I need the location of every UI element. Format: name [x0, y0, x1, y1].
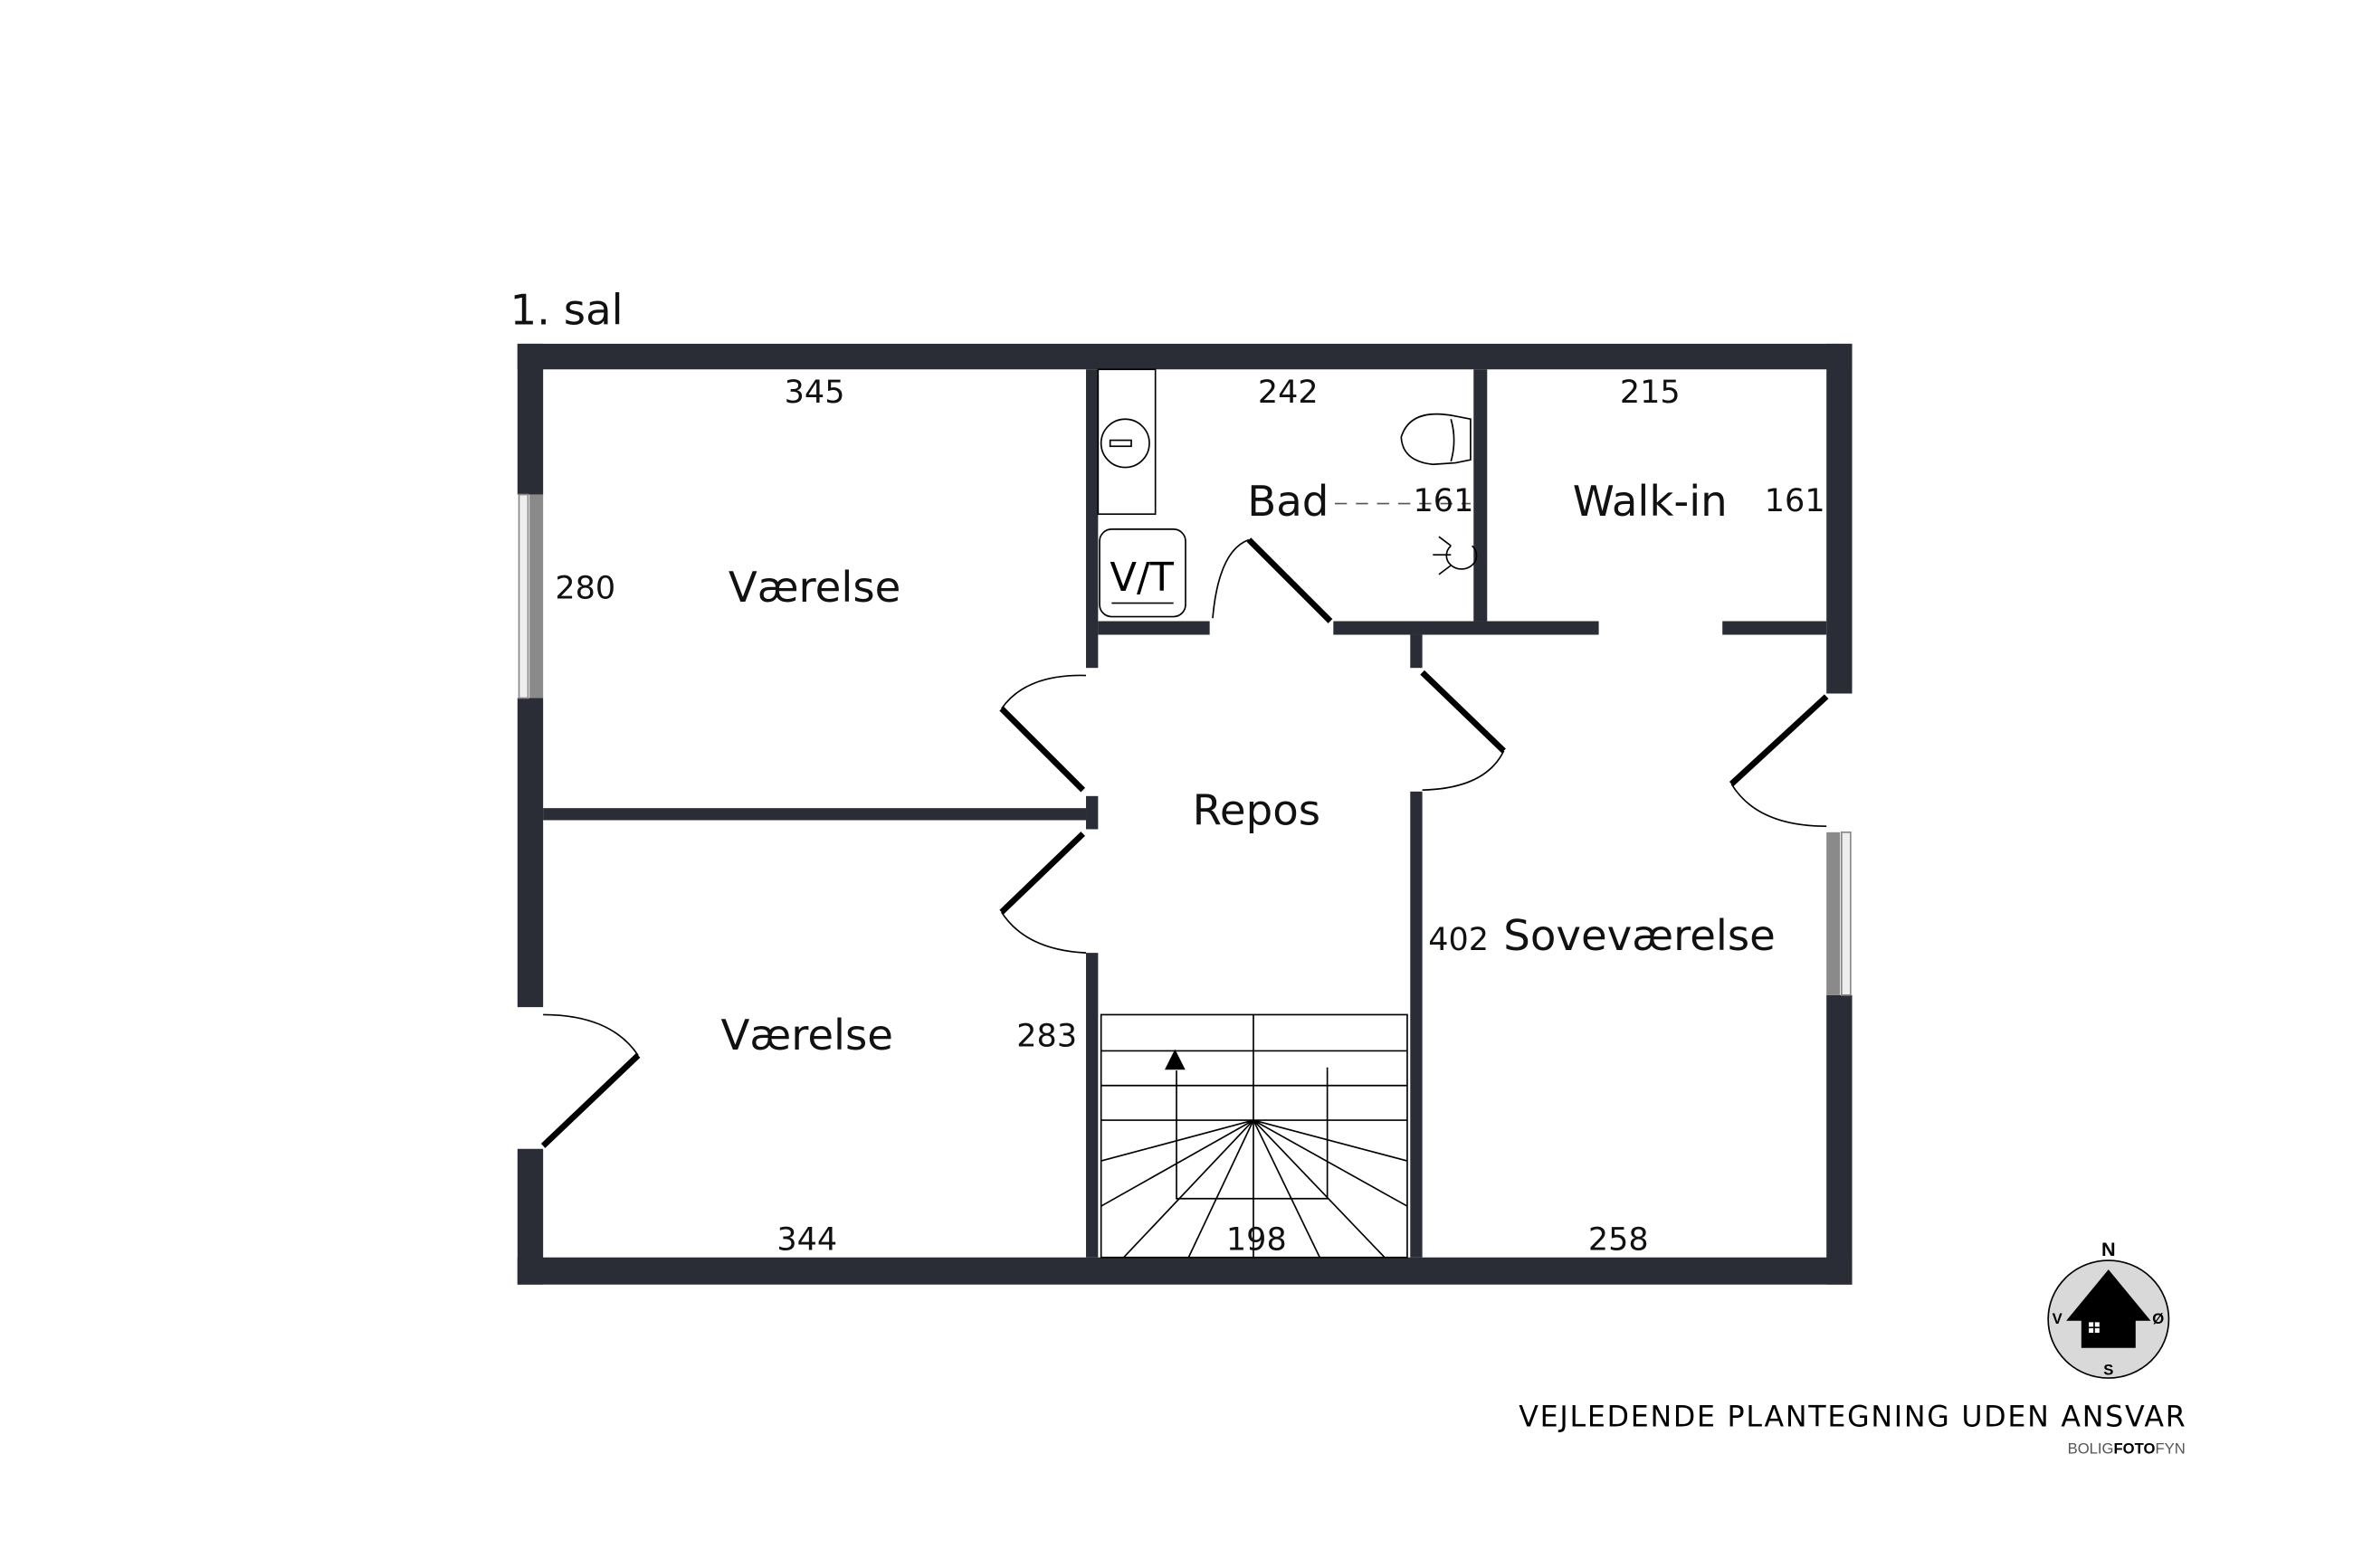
svg-text:345: 345: [785, 375, 845, 411]
room-vaerelse-bottom: Værelse: [720, 1012, 893, 1060]
compass: N S V Ø: [2047, 1238, 2170, 1379]
doors: [540, 537, 1829, 1148]
room-walk-in: Walk-in: [1573, 478, 1728, 527]
svg-text:258: 258: [1588, 1221, 1649, 1258]
bathroom-fixtures: V/T: [1097, 368, 1478, 618]
svg-text:V/T: V/T: [1110, 556, 1174, 601]
house-north-icon: [2066, 1269, 2151, 1348]
brand-logo: BOLIGFOTOFYN: [2068, 1440, 2186, 1457]
washer-dryer: [1099, 528, 1186, 618]
disclaimer: VEJLEDENDE PLANTEGNING UDEN ANSVAR: [1519, 1401, 2186, 1433]
room-labels: 345 280 Værelse 242 Bad 161 215 Walk-in …: [555, 375, 1824, 1258]
walls: [517, 343, 1853, 1285]
svg-text:283: 283: [1016, 1018, 1077, 1054]
stair-arrow-icon: [1164, 1049, 1186, 1070]
svg-text:V: V: [2053, 1310, 2062, 1327]
room-vaerelse-top: Værelse: [729, 564, 901, 613]
svg-text:242: 242: [1258, 375, 1319, 411]
svg-text:161: 161: [1765, 483, 1825, 519]
svg-text:Ø: Ø: [2152, 1310, 2164, 1327]
shower-icon: [1433, 536, 1478, 575]
svg-text:402: 402: [1428, 922, 1489, 958]
svg-text:N: N: [2101, 1238, 2116, 1260]
svg-text:161: 161: [1414, 483, 1474, 519]
svg-text:198: 198: [1226, 1221, 1287, 1258]
room-bad: Bad: [1247, 478, 1329, 527]
windows: [518, 493, 1852, 996]
floor-label: 1. sal: [510, 286, 623, 335]
svg-text:344: 344: [776, 1221, 837, 1258]
room-repos: Repos: [1193, 786, 1320, 835]
staircase: [1100, 1013, 1408, 1259]
room-sovevaerelse: Soveværelse: [1503, 912, 1776, 961]
svg-text:280: 280: [555, 571, 615, 607]
svg-text:S: S: [2103, 1362, 2113, 1379]
toilet-icon: [1400, 413, 1472, 466]
svg-text:215: 215: [1620, 375, 1681, 411]
